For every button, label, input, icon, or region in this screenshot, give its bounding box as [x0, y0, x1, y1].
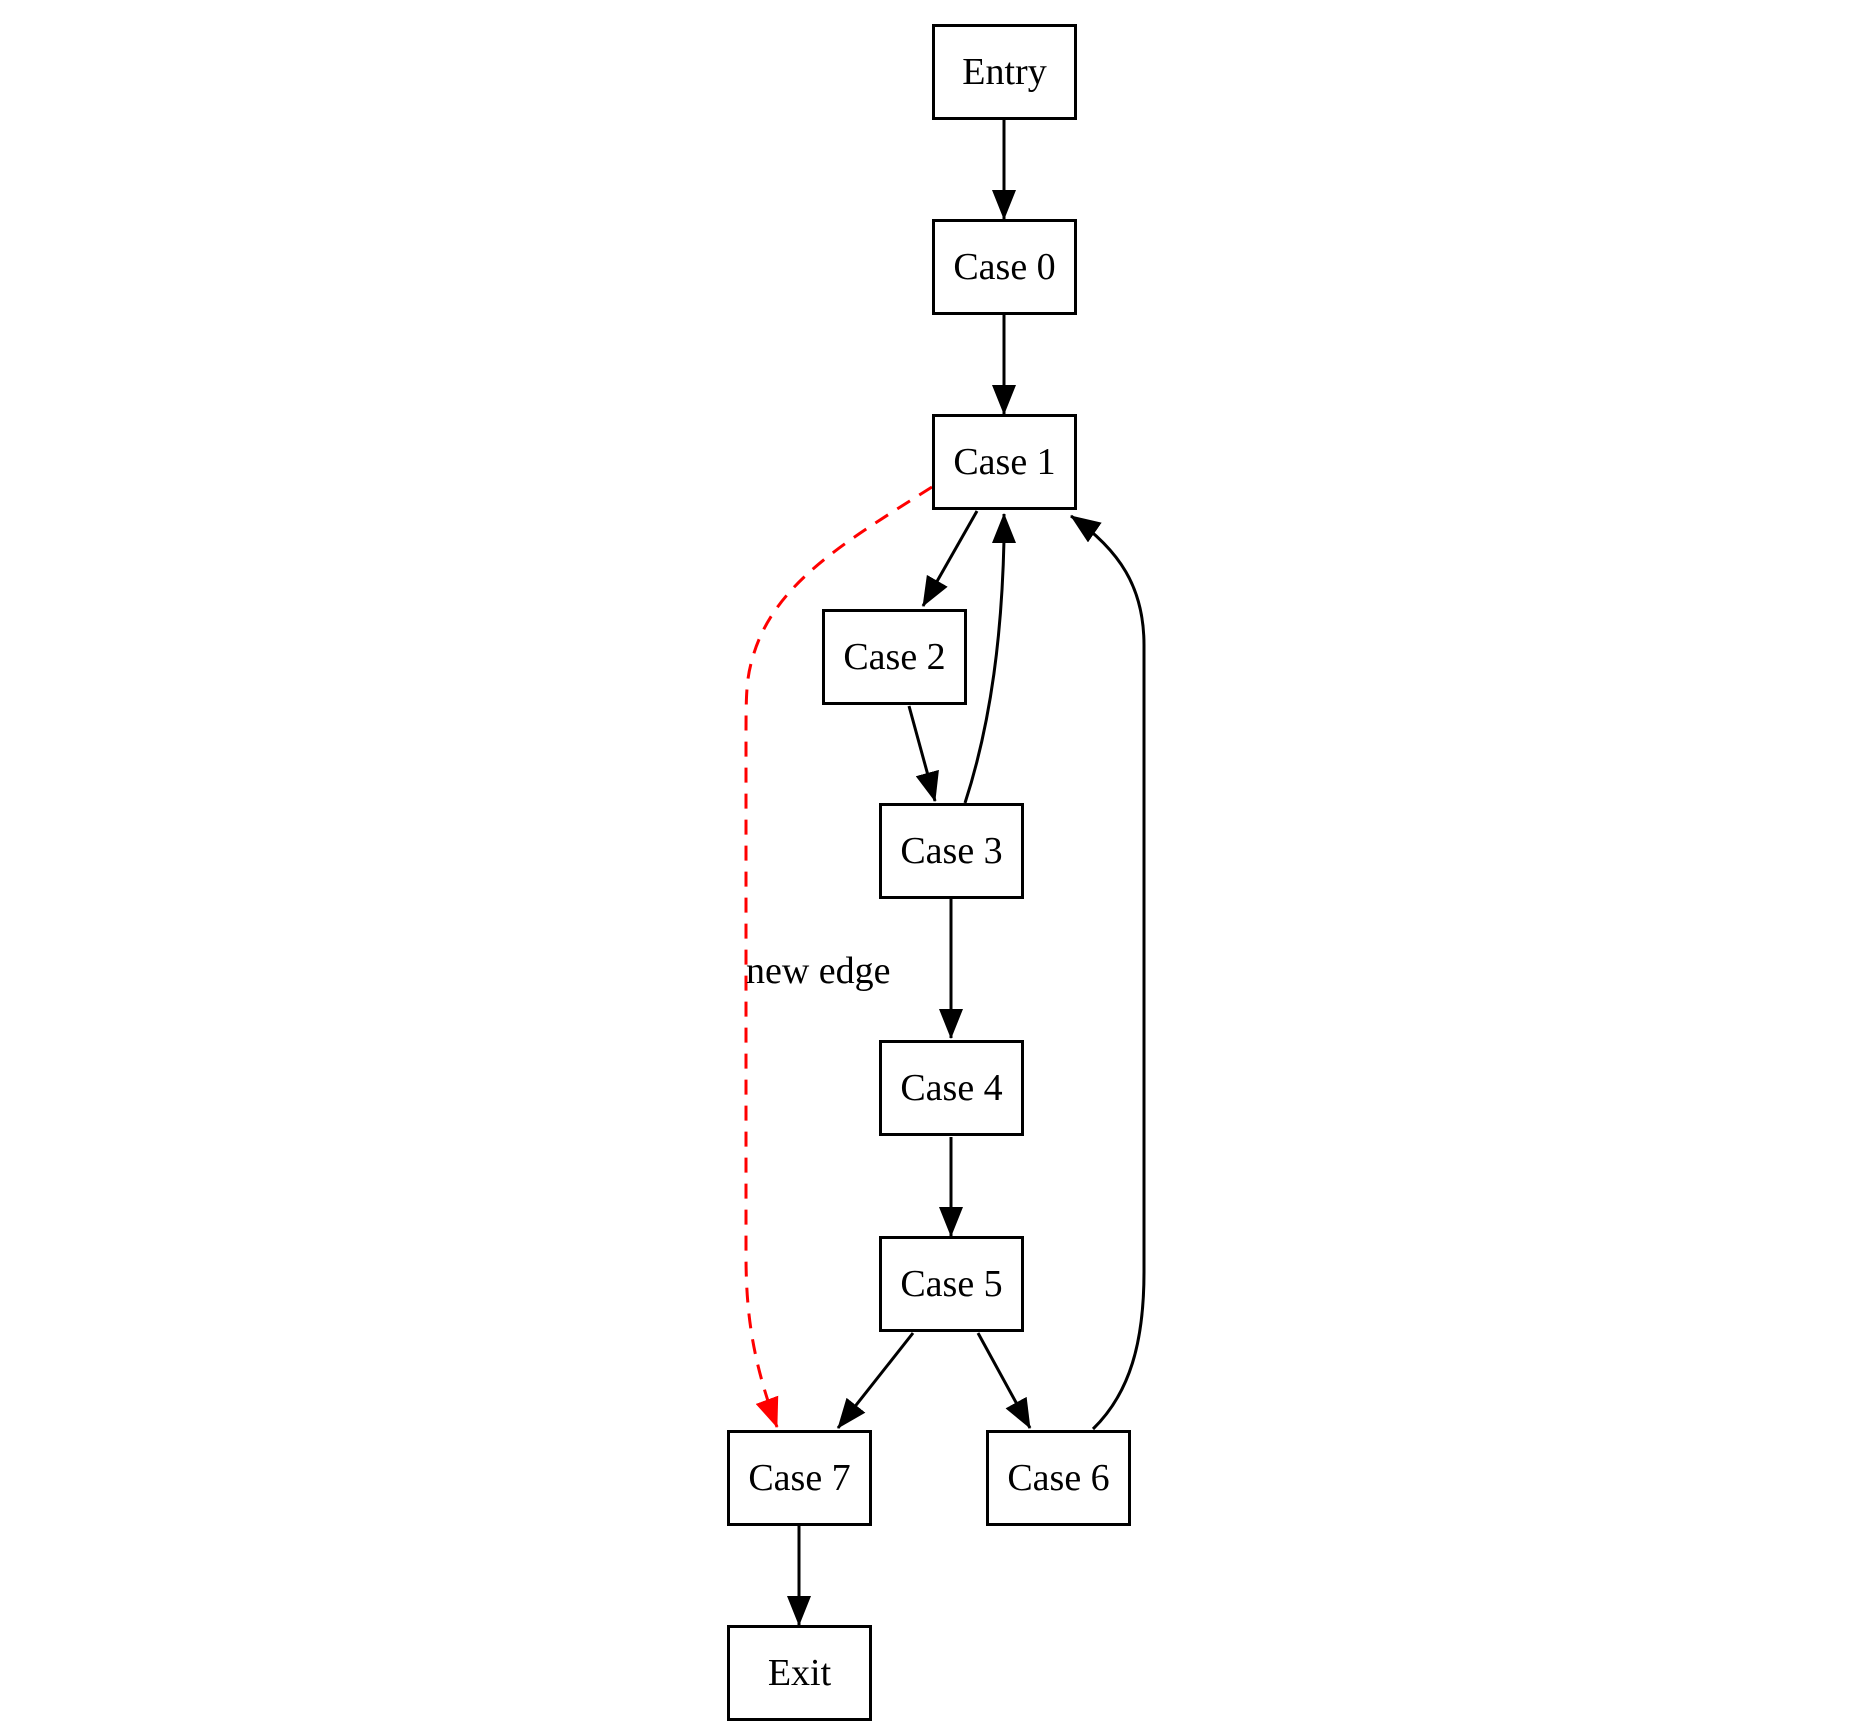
node-exit-label: Exit — [767, 1652, 832, 1694]
node-case6-label: Case 6 — [1007, 1457, 1110, 1499]
node-case1-label: Case 1 — [953, 441, 1056, 483]
node-case7: Case 7 — [727, 1430, 872, 1526]
edge-case1-to-case2 — [921, 510, 979, 607]
node-case2-label: Case 2 — [843, 636, 946, 678]
node-case3-label: Case 3 — [900, 830, 1003, 872]
node-case5: Case 5 — [879, 1236, 1024, 1332]
node-case5-label: Case 5 — [900, 1263, 1003, 1305]
node-case1: Case 1 — [932, 414, 1077, 510]
node-case0: Case 0 — [932, 219, 1077, 315]
node-case0-label: Case 0 — [953, 246, 1056, 288]
node-case3: Case 3 — [879, 803, 1024, 899]
edge-case1-to-case7-new — [744, 485, 933, 1428]
edge-case6-to-case1 — [1070, 514, 1146, 1431]
node-case6: Case 6 — [986, 1430, 1131, 1526]
edge-case5-to-case7 — [836, 1332, 915, 1429]
node-exit: Exit — [727, 1625, 872, 1721]
node-case4-label: Case 4 — [900, 1067, 1003, 1109]
edge-case5-to-case6 — [976, 1332, 1032, 1429]
node-entry-label: Entry — [962, 51, 1047, 93]
node-case7-label: Case 7 — [748, 1457, 851, 1499]
node-entry: Entry — [932, 24, 1077, 120]
edge-case2-to-case3 — [907, 705, 939, 802]
edge-label-new-edge: new edge — [746, 950, 891, 992]
node-case4: Case 4 — [879, 1040, 1024, 1136]
node-case2: Case 2 — [822, 609, 967, 705]
edge-case3-to-case1 — [963, 513, 1016, 804]
